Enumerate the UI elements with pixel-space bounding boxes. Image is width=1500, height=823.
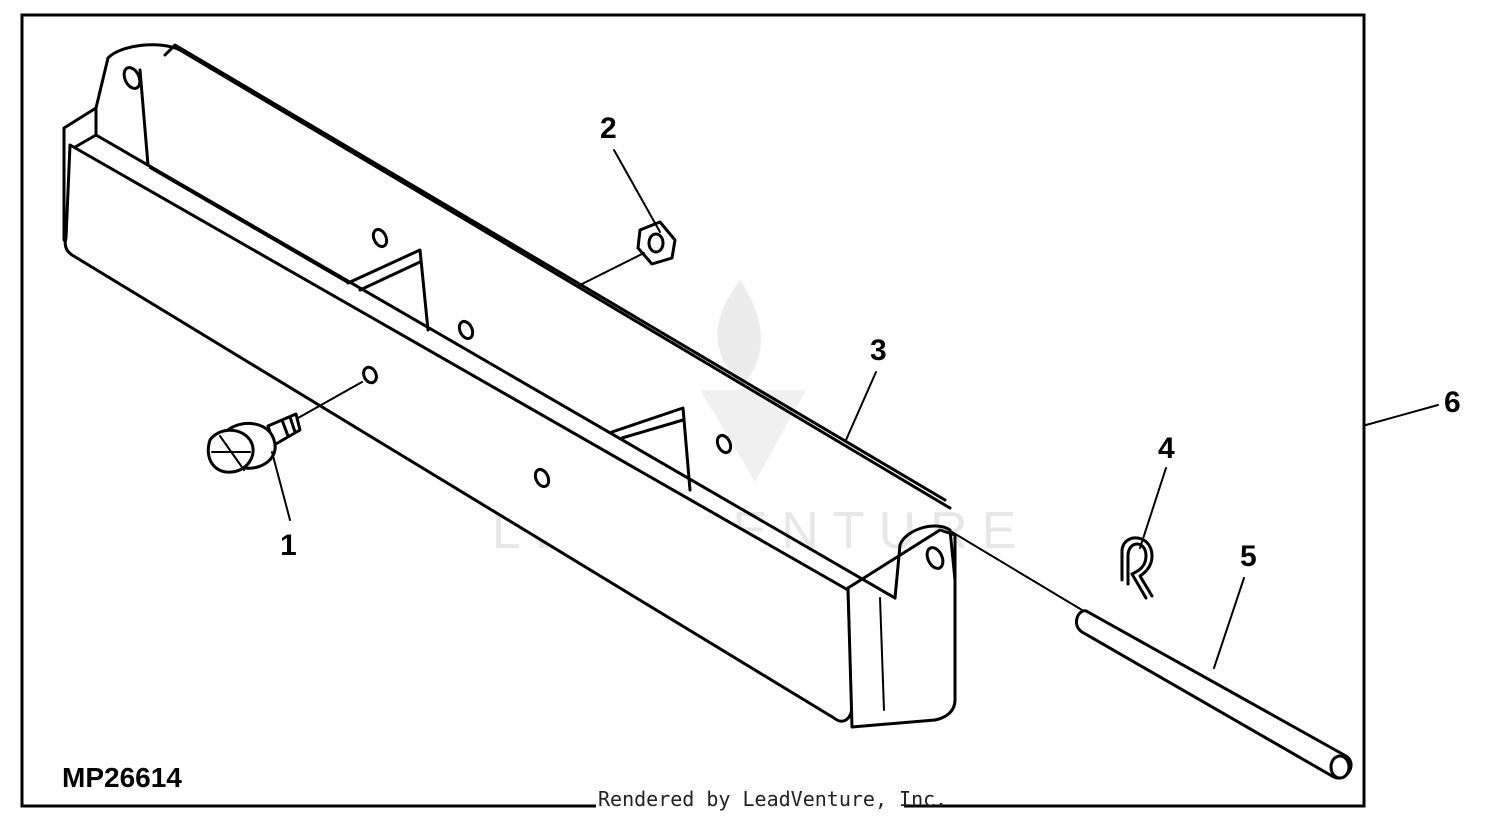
- diagram-frame: [20, 13, 1366, 808]
- callout-6[interactable]: 6: [1444, 386, 1461, 419]
- callout-5[interactable]: 5: [1240, 540, 1257, 573]
- nut-drawing: [577, 220, 677, 287]
- weight-bracket-drawing: [62, 43, 957, 729]
- callout-1[interactable]: 1: [280, 529, 297, 562]
- flame-logo-icon: [700, 280, 806, 482]
- pin-drawing: [951, 531, 1353, 780]
- figure-id: MP26614: [62, 762, 182, 793]
- callout-2[interactable]: 2: [600, 112, 617, 145]
- callout-3[interactable]: 3: [870, 334, 887, 367]
- leader-lines: [271, 149, 1439, 669]
- r-clip-icon: [1120, 536, 1154, 600]
- bolt-drawing: [206, 381, 363, 474]
- callout-4[interactable]: 4: [1158, 432, 1175, 465]
- credit-text: Rendered by LeadVenture, Inc.: [598, 787, 947, 811]
